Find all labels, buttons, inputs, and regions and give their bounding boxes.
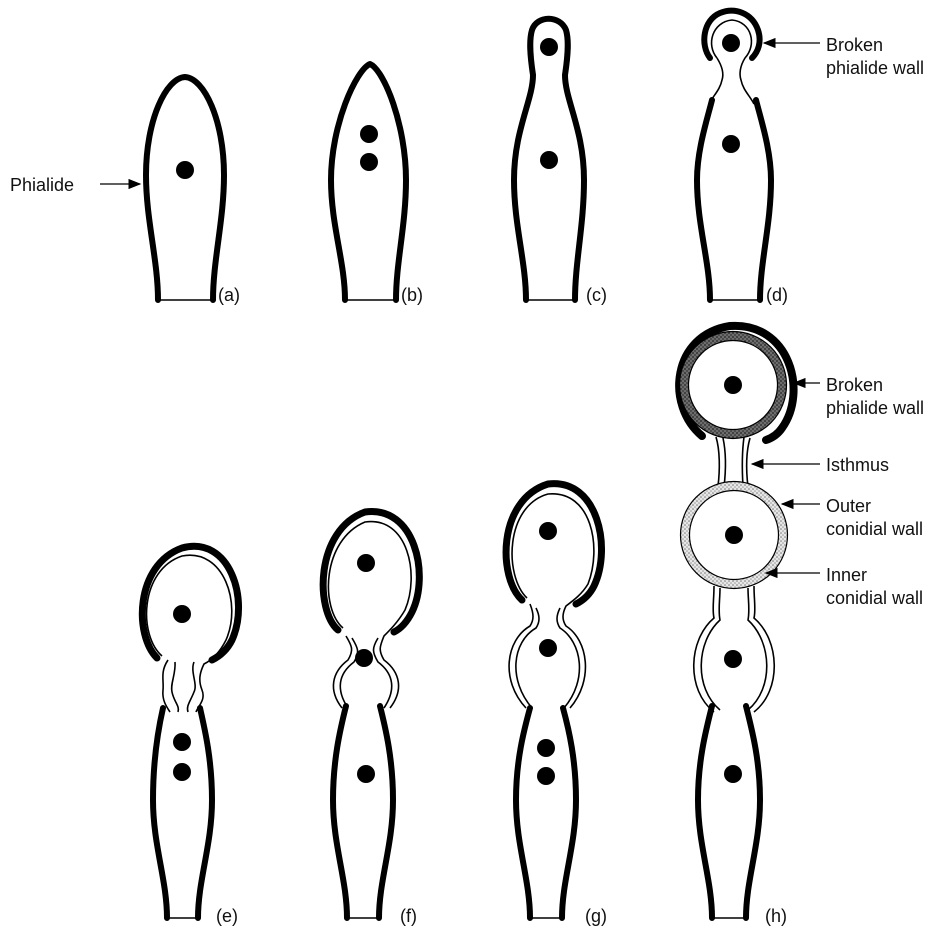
nucleus: [540, 38, 558, 56]
phialide-wall-b: [331, 64, 406, 300]
label-b: (b): [401, 285, 423, 305]
nucleus: [722, 34, 740, 52]
label-g: (g): [585, 906, 607, 926]
callout-inner-wall-line2: conidial wall: [826, 588, 923, 608]
nucleus: [360, 125, 378, 143]
label-h: (h): [765, 906, 787, 926]
stage-c: [514, 19, 584, 300]
callout-broken-wall-d-line1: Broken: [826, 35, 883, 55]
nucleus: [724, 650, 742, 668]
label-e: (e): [216, 906, 238, 926]
nucleus: [537, 767, 555, 785]
stage-b: [331, 64, 406, 300]
nucleus: [357, 765, 375, 783]
nucleus: [537, 739, 555, 757]
callout-broken-wall-h-line1: Broken: [826, 375, 883, 395]
callout-broken-wall-h-line2: phialide wall: [826, 398, 924, 418]
label-c: (c): [586, 285, 607, 305]
nucleus: [173, 733, 191, 751]
phialide-wall-a: [146, 77, 224, 300]
callout-inner-wall-line1: Inner: [826, 565, 867, 585]
callout-broken-wall-d-line2: phialide wall: [826, 58, 924, 78]
callout-outer-wall-line2: conidial wall: [826, 519, 923, 539]
phialide-body-h: [698, 706, 760, 918]
nucleus: [176, 161, 194, 179]
label-d: (d): [766, 285, 788, 305]
nucleus: [360, 153, 378, 171]
callout-phialide: Phialide: [10, 175, 74, 195]
phialide-body-d: [697, 100, 771, 300]
nucleus: [539, 522, 557, 540]
nucleus: [539, 639, 557, 657]
broken-phialide-wall-f: [323, 512, 419, 632]
nucleus: [725, 526, 743, 544]
nucleus: [355, 649, 373, 667]
stage-a: [146, 77, 224, 300]
nucleus: [173, 763, 191, 781]
stage-e: [142, 546, 238, 918]
nucleus: [357, 554, 375, 572]
callout-outer-wall-line1: Outer: [826, 496, 871, 516]
label-f: (f): [400, 906, 417, 926]
isthmus: [716, 437, 750, 487]
nucleus: [173, 605, 191, 623]
nucleus: [724, 376, 742, 394]
callout-isthmus: Isthmus: [826, 455, 889, 475]
stage-d: [697, 11, 771, 300]
stage-g: [506, 484, 601, 918]
nucleus: [724, 765, 742, 783]
stage-h: [679, 326, 793, 918]
label-a: (a): [218, 285, 240, 305]
phialide-body-f: [333, 706, 393, 918]
nucleus: [722, 135, 740, 153]
nucleus: [540, 151, 558, 169]
stage-f: [323, 512, 419, 918]
